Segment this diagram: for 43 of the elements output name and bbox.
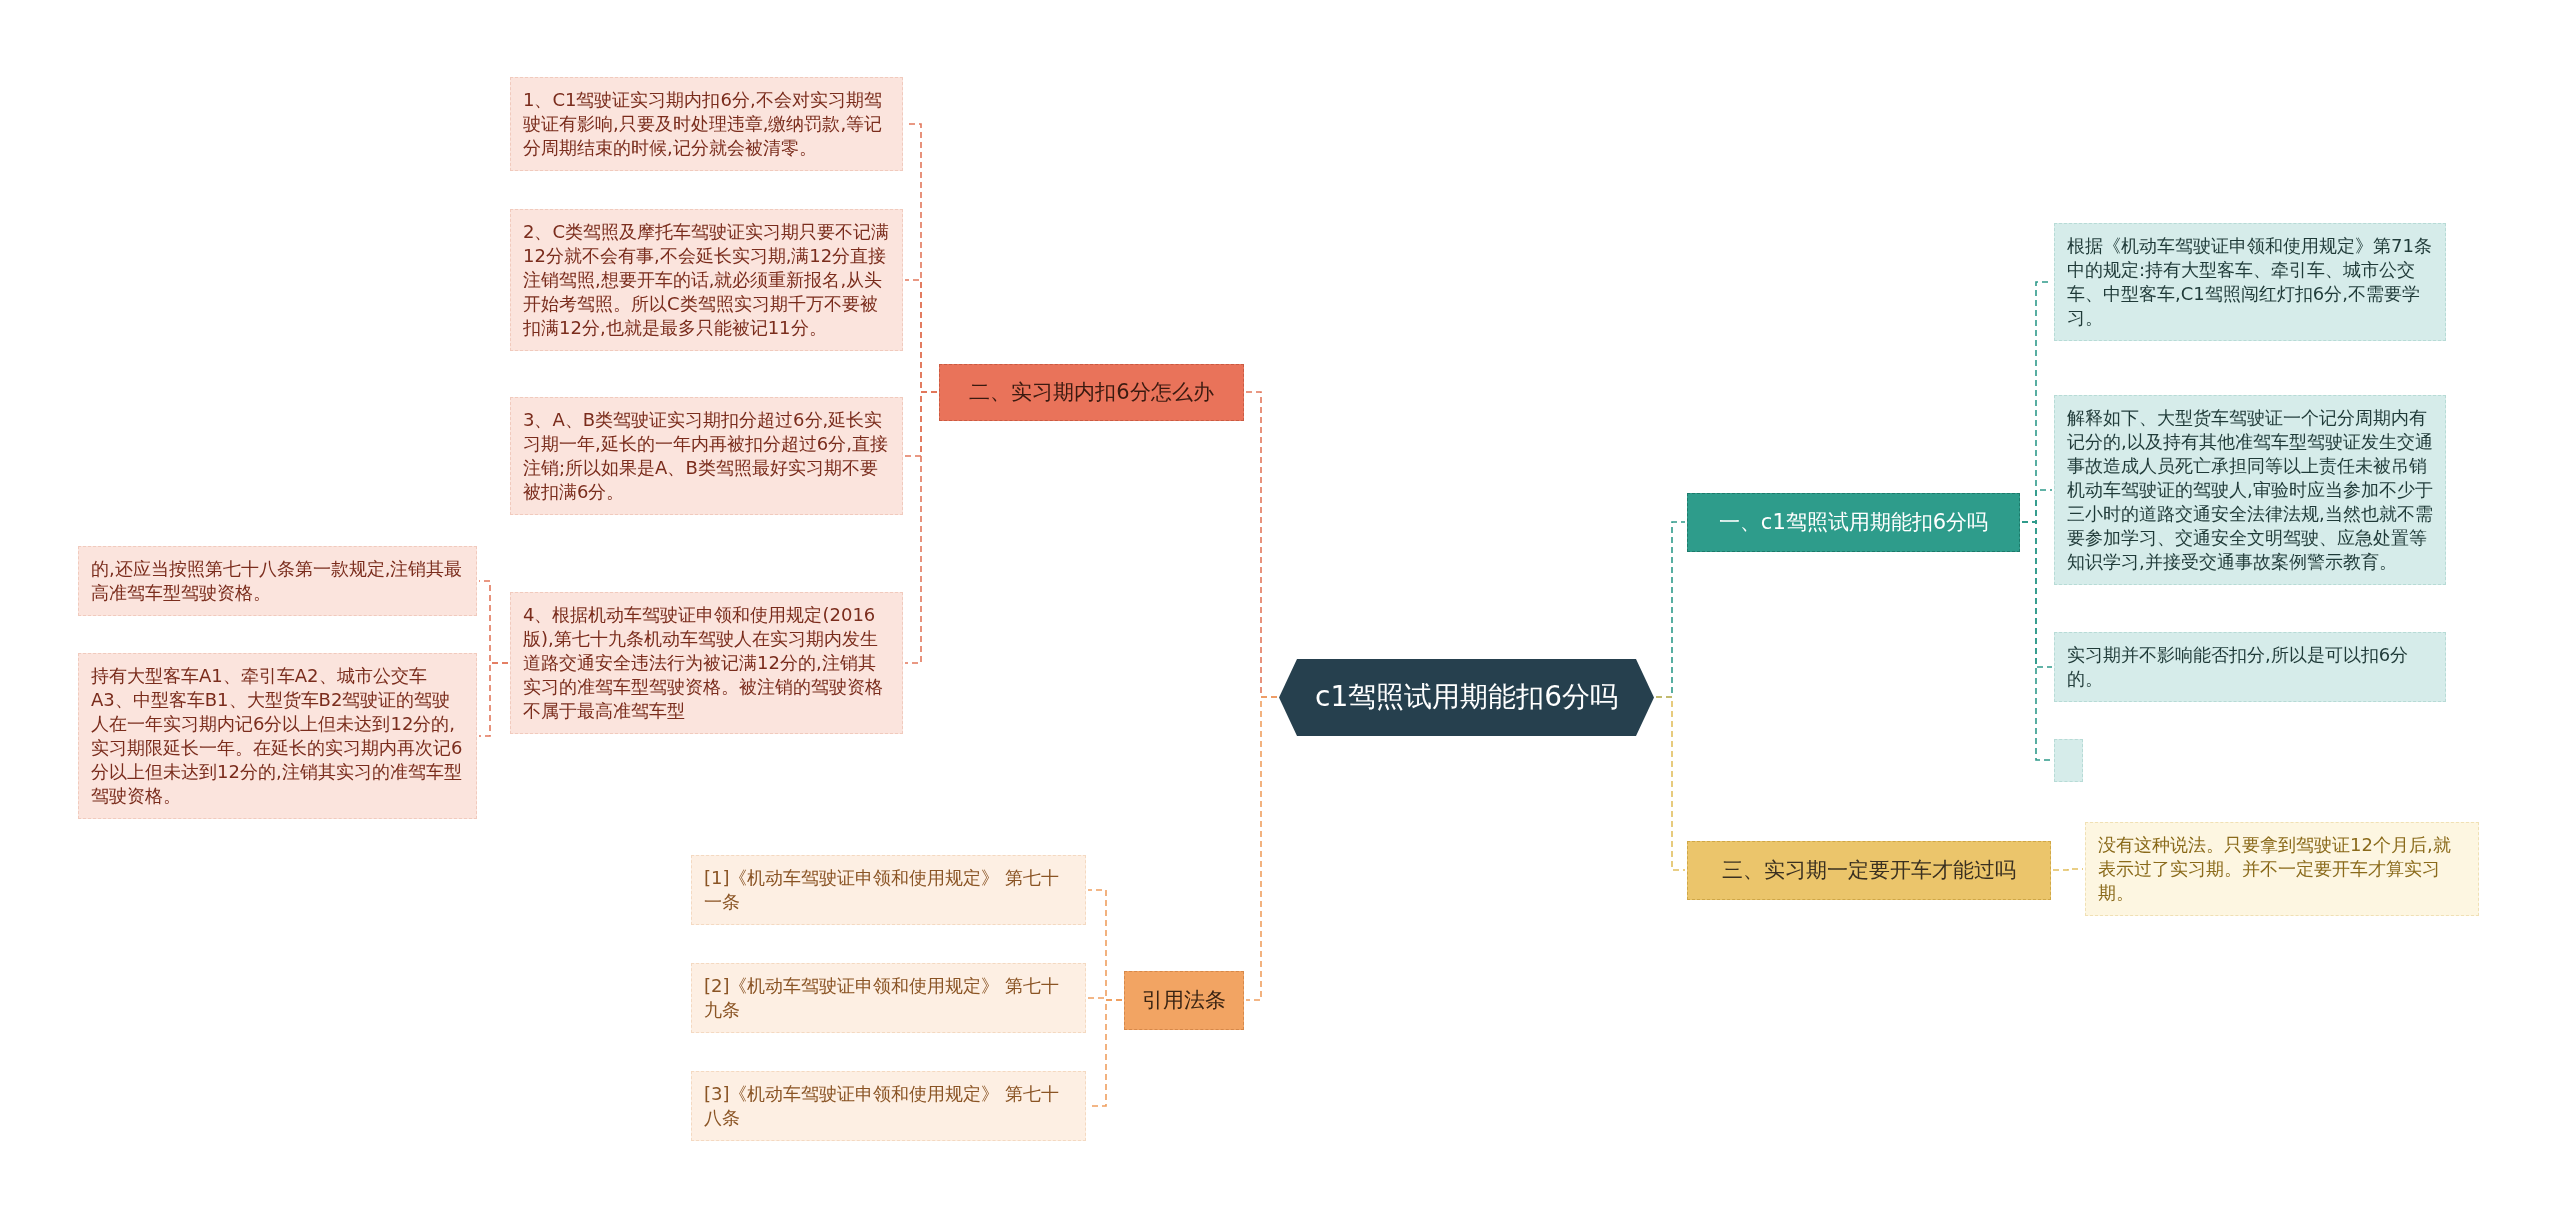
note-text: 没有这种说法。只要拿到驾驶证12个月后,就表示过了实习期。并不一定要开车才算实习期。 [2098,833,2452,905]
connector-line [1245,696,1278,1001]
connector-line [1655,696,1686,871]
note-card [2085,822,2479,916]
branch-title: 二、实习期内扣6分怎么办 [969,379,1214,406]
branch-card [1687,840,2051,900]
note-text: 持有大型客车A1、牵引车A2、城市公交车A3、中型客车B1、大型货车B2驾驶证的驾驶人在一年实习期内记6分以上但未达到12分的,实习期限延长一年。在延长的实习期内再次记6分以上但未达到12分的,注销其实习的准驾车型驾驶资格。 [91,664,464,808]
note-text: 2、C类驾照及摩托车驾驶证实习期只要不记满12分就不会有事,不会延长实习期,满12分直接注销驾照,想要开车的话,就必须重新报名,从头开始考驾照。所以C类驾照实习期千万不要被扣满12分,也就是最多只能被记11分。 [523,220,890,340]
topic-title: c1驾照试用期能扣6分吗 [1315,679,1618,715]
note-card [78,653,477,819]
note-card [2054,395,2446,585]
note-card [510,209,903,351]
note-card [510,592,903,734]
note-text: [1]《机动车驾驶证申领和使用规定》 第七十一条 [704,866,1061,914]
note-text: 3、A、B类驾驶证实习期扣分超过6分,延长实习期一年,延长的一年内再被扣分超过6分,直接注销;所以如果是A、B类驾照最好实习期不要被扣满6分。 [523,408,889,504]
branch-title: 一、c1驾照试用期能扣6分吗 [1718,509,1989,536]
note-card [2054,632,2446,702]
note-text: 4、根据机动车驾驶证申领和使用规定(2016版),第七十九条机动车驾驶人在实习期内发生道路交通安全违法行为被记满12分的,注销其实习的准驾车型驾驶资格。被注销的驾驶资格不属于最高准驾车型 [523,603,884,723]
connector-line [478,662,509,737]
branch-card [1124,970,1244,1030]
connector-line [2052,868,2084,871]
note-text: [3]《机动车驾驶证申领和使用规定》 第七十八条 [704,1082,1061,1130]
note-card [691,963,1086,1033]
note-text: 解释如下、大型货车驾驶证一个记分周期内有记分的,以及持有其他准驾车型驾驶证发生交通事故造成人员死亡承担同等以上责任未被吊销机动车驾驶证的驾驶人,审验时应当参加不少于三小时的道路交通安全法律法规,当然也就不需要参加学习、交通安全文明驾驶、应急处置等知识学习,并接受交通事故案例警示教育。 [2067,406,2433,574]
note-text: [2]《机动车驾驶证申领和使用规定》 第七十九条 [704,974,1061,1022]
branch-card [939,363,1244,421]
connector-line [904,391,938,664]
note-text: 实习期并不影响能否扣分,所以是可以扣6分的。 [2067,643,2410,691]
branch-title: 三、实习期一定要开车才能过吗 [1722,857,2016,884]
note-text: 根据《机动车驾驶证申领和使用规定》第71条中的规定:持有大型客车、牵引车、城市公交车、中型客车,C1驾照闯红灯扣6分,不需要学习。 [2067,234,2433,330]
branch-title: 引用法条 [1142,987,1226,1014]
note-text: 的,还应当按照第七十八条第一款规定,注销其最高准驾车型驾驶资格。 [91,557,464,605]
connector-line [2021,521,2053,761]
note-text: 1、C1驾驶证实习期内扣6分,不会对实习期驾驶证有影响,只要及时处理违章,缴纳罚款,等记分周期结束的时候,记分就会被清零。 [523,88,884,160]
note-card [691,1071,1086,1141]
branch-card [1687,492,2020,552]
central-topic [1279,658,1654,736]
empty-note-card [2054,738,2083,782]
note-card [2054,223,2446,341]
note-card [510,397,903,515]
note-card [78,546,477,616]
note-card [510,77,903,171]
note-card [691,855,1086,925]
